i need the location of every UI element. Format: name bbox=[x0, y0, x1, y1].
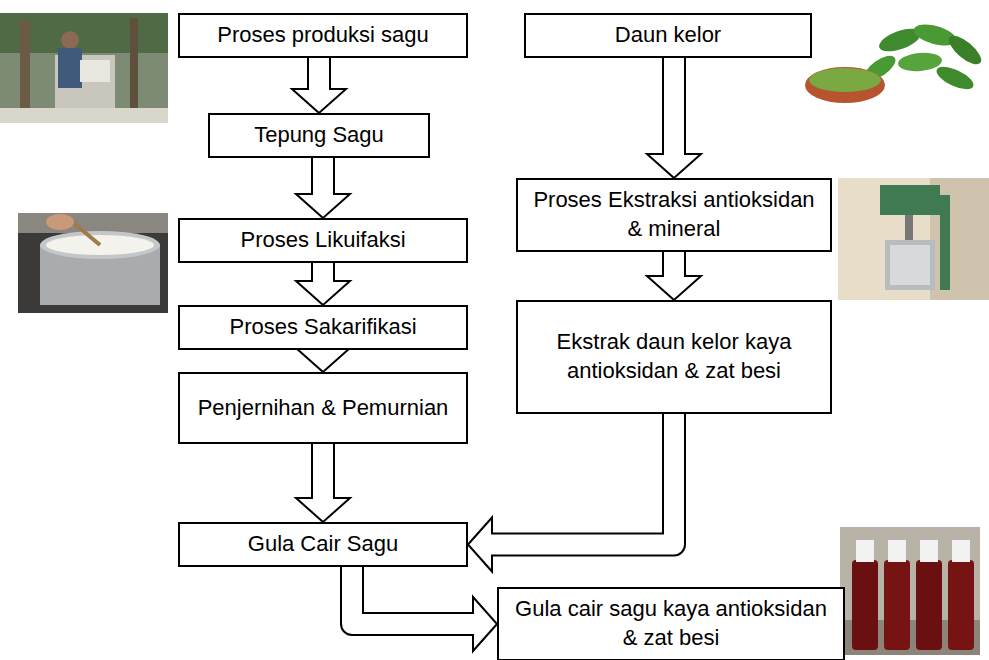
syrup-bottles-photo bbox=[840, 527, 980, 655]
arrow-head bbox=[292, 89, 346, 113]
process-box: Ekstrak daun kelor kaya antioksidan & za… bbox=[516, 300, 832, 414]
arrow-head bbox=[296, 194, 350, 218]
process-box: Penjernihan & Pemurnian bbox=[178, 372, 468, 444]
arrow-head bbox=[296, 498, 350, 522]
process-box: Daun kelor bbox=[524, 13, 812, 58]
arrow-fill bbox=[309, 58, 329, 91]
process-box: Proses Sakarifikasi bbox=[178, 305, 468, 350]
arrow-fill bbox=[664, 58, 684, 156]
arrow-fill bbox=[664, 252, 684, 278]
arrow-head bbox=[647, 276, 701, 300]
box-label: Penjernihan & Pemurnian bbox=[188, 390, 459, 427]
process-box: Gula Cair Sagu bbox=[178, 522, 468, 567]
arrow-head bbox=[473, 597, 497, 651]
arrow-outline bbox=[492, 414, 674, 545]
block-arrow bbox=[352, 567, 497, 651]
process-box: Proses Ekstraksi antioksidan & mineral bbox=[516, 178, 832, 252]
box-label: Proses Ekstraksi antioksidan & mineral bbox=[518, 182, 830, 247]
arrow-head bbox=[647, 154, 701, 178]
arrow-fill bbox=[490, 414, 674, 545]
block-arrow bbox=[292, 58, 346, 113]
box-label: Proses Likuifaksi bbox=[230, 222, 415, 259]
block-arrow bbox=[296, 263, 350, 305]
box-label: Ekstrak daun kelor kaya antioksidan & za… bbox=[518, 324, 830, 389]
process-box: Gula cair sagu kaya antioksidan & zat be… bbox=[497, 587, 845, 660]
box-label: Proses Sakarifikasi bbox=[219, 309, 426, 346]
box-label: Tepung Sagu bbox=[244, 117, 394, 154]
arrow-fill bbox=[313, 444, 333, 500]
arrow-fill bbox=[313, 158, 333, 196]
arrow-head bbox=[296, 348, 350, 372]
cooking-pot-photo bbox=[18, 213, 168, 313]
block-arrow bbox=[296, 158, 350, 218]
moringa-leaves-photo bbox=[800, 15, 989, 110]
sago-production-photo bbox=[0, 13, 168, 123]
arrow-fill bbox=[352, 567, 475, 624]
box-label: Gula Cair Sagu bbox=[238, 526, 408, 563]
process-box: Proses produksi sagu bbox=[178, 13, 468, 58]
block-arrow bbox=[296, 348, 350, 372]
arrow-head bbox=[468, 518, 492, 572]
block-arrow bbox=[647, 58, 701, 178]
block-arrow bbox=[647, 252, 701, 300]
arrow-head bbox=[296, 281, 350, 305]
process-box: Tepung Sagu bbox=[208, 113, 430, 158]
box-label: Daun kelor bbox=[605, 17, 731, 54]
extraction-machine-photo bbox=[838, 178, 989, 300]
process-box: Proses Likuifaksi bbox=[178, 218, 468, 263]
arrow-fill bbox=[313, 263, 333, 283]
box-label: Gula cair sagu kaya antioksidan & zat be… bbox=[499, 591, 843, 656]
box-label: Proses produksi sagu bbox=[207, 17, 439, 54]
block-arrow bbox=[296, 444, 350, 522]
block-arrow bbox=[468, 414, 674, 572]
